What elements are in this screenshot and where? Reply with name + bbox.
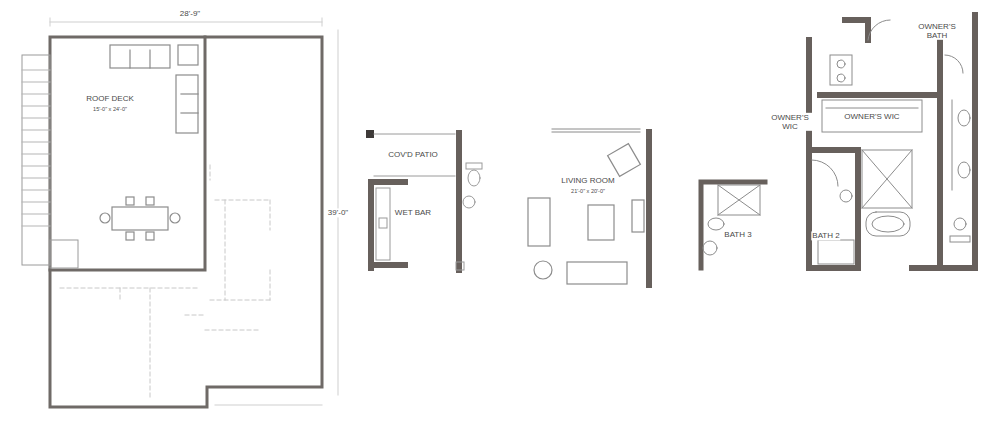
room-label: OWNER'S WIC bbox=[843, 112, 900, 121]
room-label: BATH 2 bbox=[811, 231, 840, 240]
room-label: ROOF DECK bbox=[85, 94, 135, 103]
room-label: LIVING ROOM bbox=[560, 176, 615, 185]
room-label: OWNER'S WIC bbox=[767, 113, 813, 131]
dimension-label: 39'-0" bbox=[327, 208, 349, 217]
dimension-label: 15'-0" x 24'-0" bbox=[92, 106, 128, 112]
room-label: WET BAR bbox=[394, 208, 432, 217]
room-label: OWNER'S BATH bbox=[912, 22, 962, 40]
room-label: BATH 3 bbox=[723, 230, 752, 239]
dimension-label: 21'-0" x 20'-0" bbox=[570, 188, 606, 194]
dimension-label: 28'-9" bbox=[179, 9, 201, 18]
room-label: COV'D PATIO bbox=[387, 150, 439, 159]
